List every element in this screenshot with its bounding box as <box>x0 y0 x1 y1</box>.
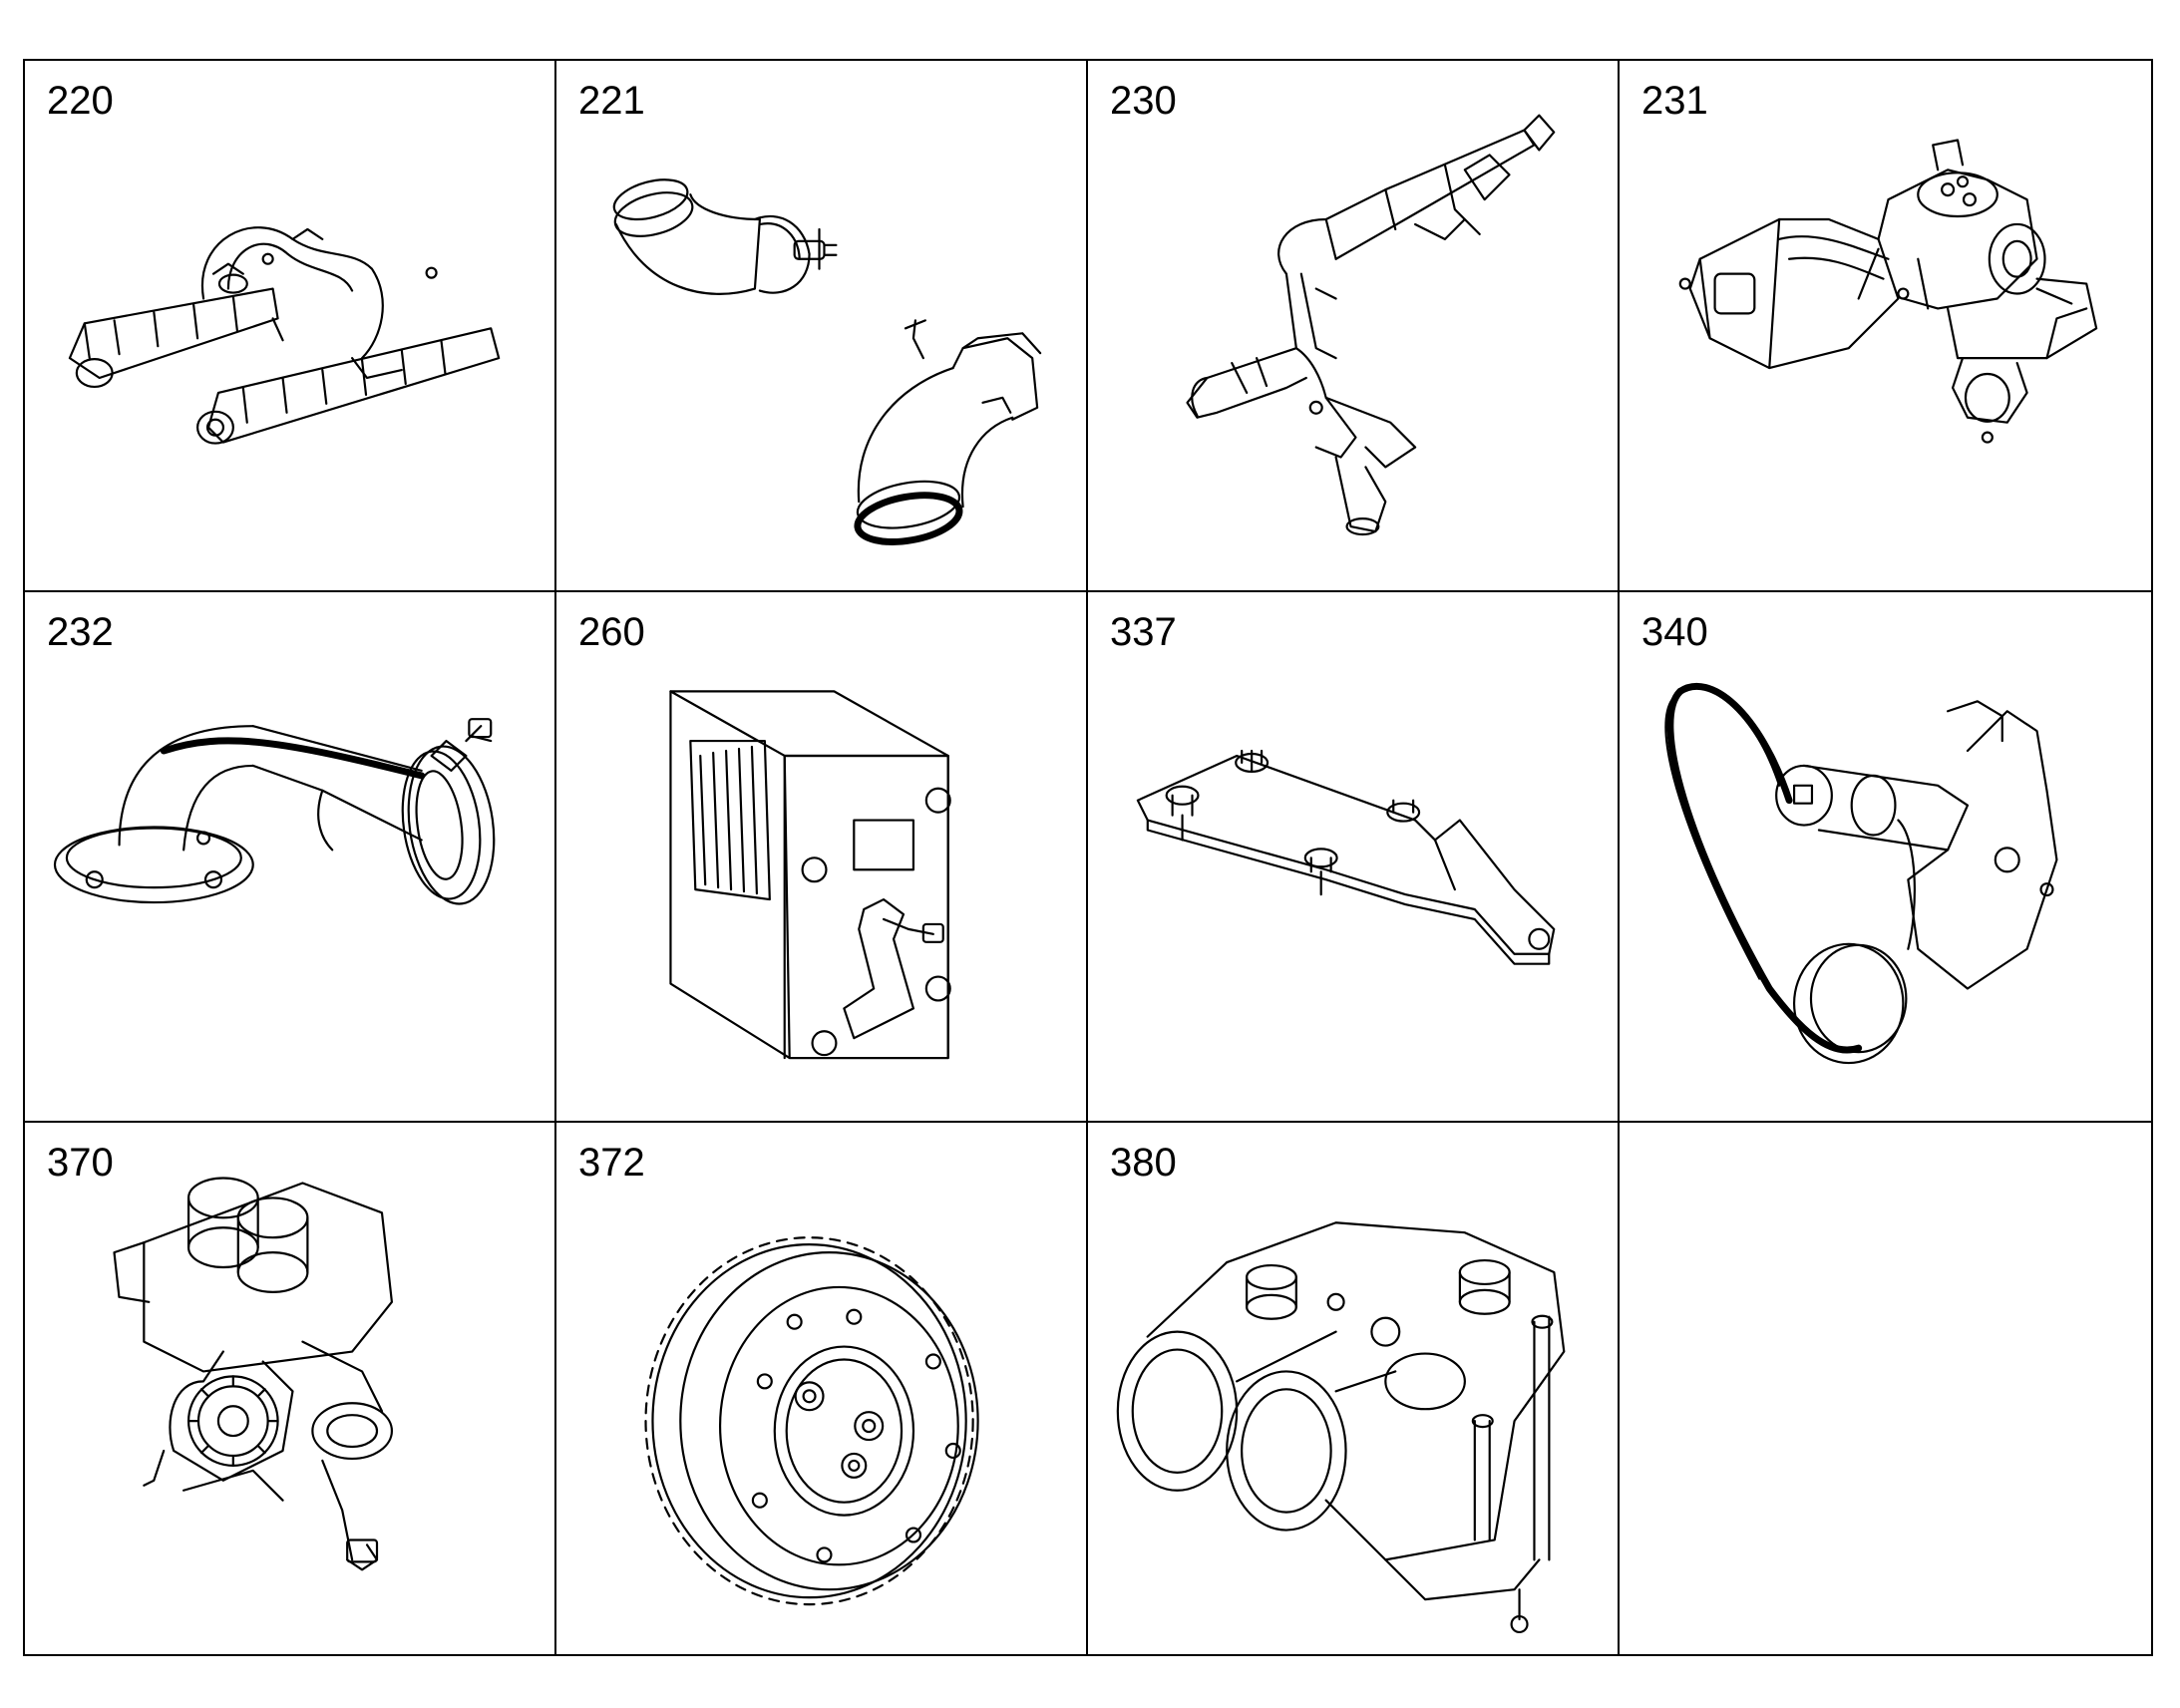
intake-manifold-icon <box>68 226 501 445</box>
part-number: 220 <box>47 79 114 123</box>
part-cell-340[interactable]: 340 <box>1620 592 2151 1124</box>
empty-cell <box>1620 1123 2151 1654</box>
part-number: 337 <box>1110 609 1177 654</box>
part-cell-370[interactable]: 370 <box>25 1123 556 1654</box>
parts-grid: 220 221 <box>23 59 2153 1656</box>
part-cell-372[interactable]: 372 <box>556 1123 1088 1654</box>
part-number: 370 <box>47 1141 114 1186</box>
part-cell-230[interactable]: 230 <box>1088 61 1620 592</box>
intake-pipe-assembly-icon <box>1186 114 1556 536</box>
belt-drive-icon <box>1664 682 2058 1064</box>
egr-cooler-icon <box>669 689 951 1059</box>
part-cell-380[interactable]: 380 <box>1088 1123 1620 1654</box>
hose-elbows-icon <box>612 178 1042 545</box>
elbow-pipe-with-clamp-icon <box>53 717 496 905</box>
part-number: 232 <box>47 609 114 654</box>
part-cell-232[interactable]: 232 <box>25 591 556 1124</box>
mounting-bracket-icon <box>1136 749 1556 965</box>
part-cell-221[interactable]: 221 <box>556 61 1088 592</box>
part-number: 231 <box>1641 79 1708 123</box>
part-number: 221 <box>578 79 645 123</box>
part-number: 340 <box>1641 609 1708 654</box>
oil-pump-assembly-icon <box>113 1177 394 1571</box>
oil-pump-housing-icon <box>1116 1221 1566 1634</box>
part-number: 380 <box>1110 1141 1177 1186</box>
part-number: 372 <box>578 1141 645 1186</box>
part-number: 260 <box>578 609 645 654</box>
gear-wheel-icon <box>644 1236 979 1606</box>
part-cell-337[interactable]: 337 <box>1088 591 1620 1124</box>
part-cell-231[interactable]: 231 <box>1620 61 2151 592</box>
exhaust-manifold-icon <box>1678 139 2098 444</box>
part-cell-220[interactable]: 220 <box>25 61 556 592</box>
part-cell-260[interactable]: 260 <box>556 591 1088 1124</box>
part-number: 230 <box>1110 79 1177 123</box>
